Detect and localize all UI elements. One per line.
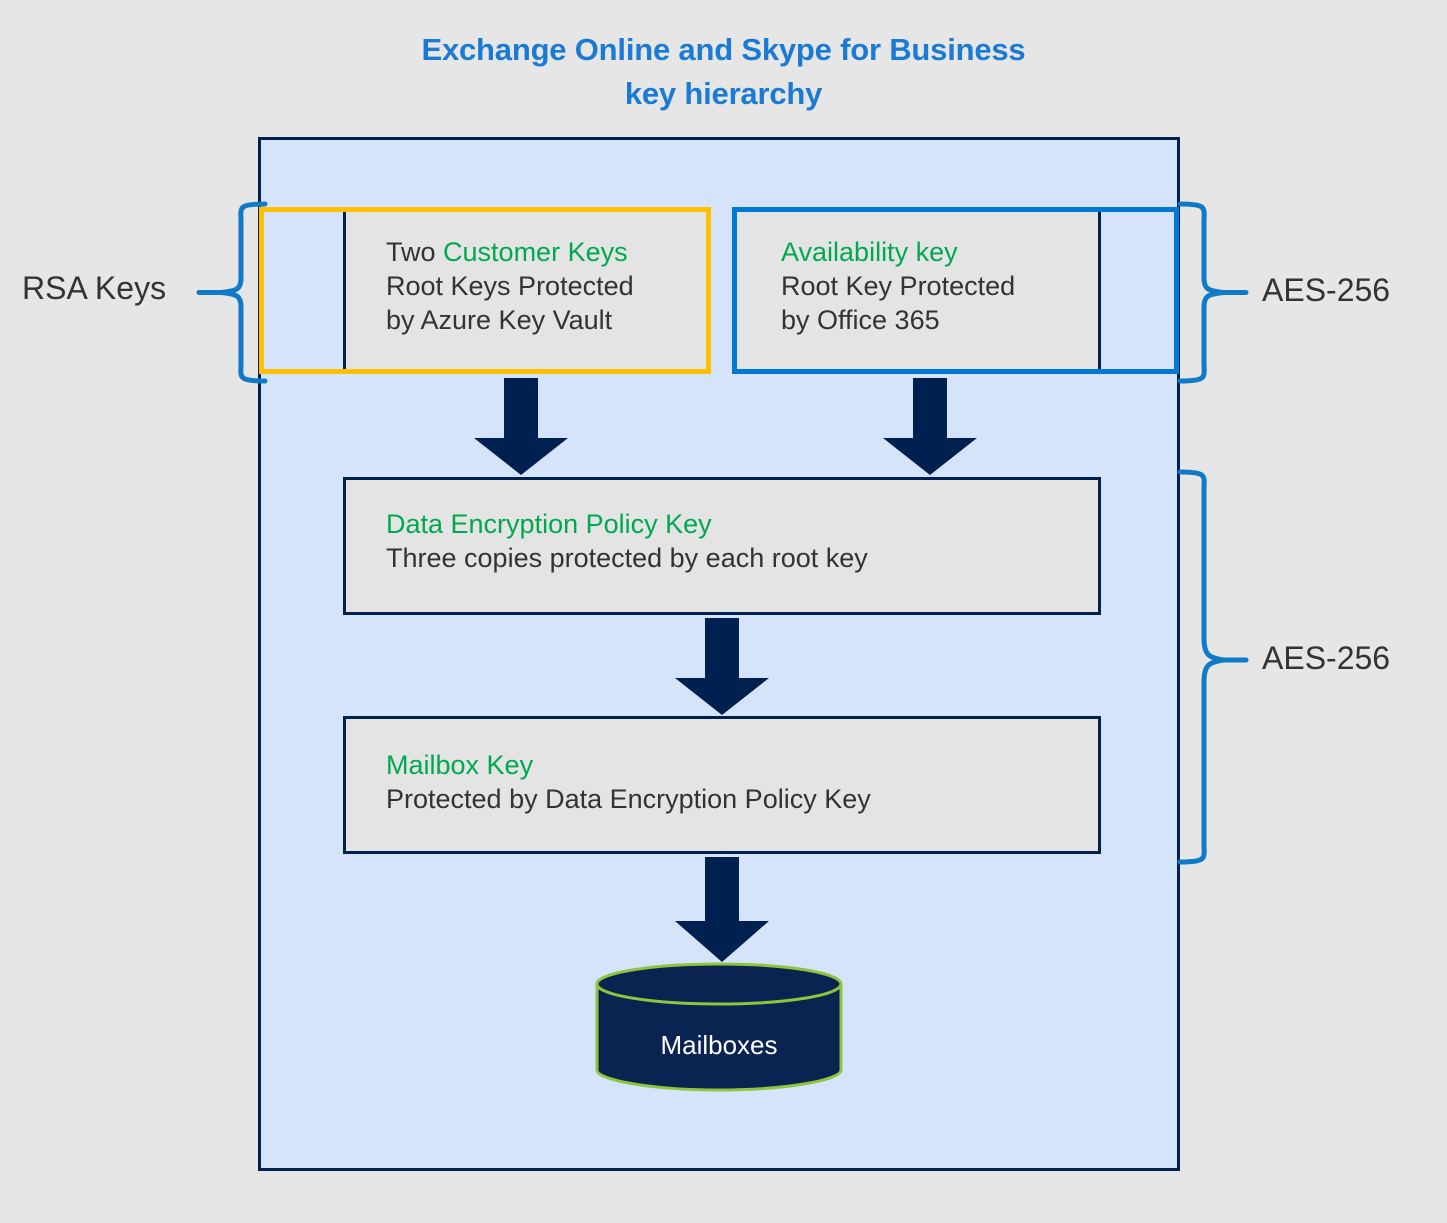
rsa-keys-label: RSA Keys [22, 270, 167, 306]
mailbox-key-highlight: Mailbox Key [386, 750, 534, 780]
page-title-line-1: Exchange Online and Skype for Business [421, 32, 1026, 67]
page-title-line-2: key hierarchy [624, 76, 823, 112]
policy-key-line-2: Three copies protected by each root key [386, 542, 868, 573]
arrow-customer-keys-to-policy-key [474, 378, 568, 475]
availability-key-group-frame [732, 207, 1179, 374]
availability-key-box[interactable]: Availability key Root Key Protected by O… [734, 209, 1101, 372]
aes-256-top-label: AES-256 [1262, 272, 1391, 308]
customer-keys-highlight: Customer Keys [443, 237, 628, 267]
availability-key-line-3: by Office 365 [781, 304, 940, 335]
customer-keys-group-frame [259, 207, 711, 374]
arrow-availability-key-to-policy-key [883, 378, 977, 475]
customer-keys-heading: Two Customer Keys [386, 236, 708, 270]
rsa-keys-brace [196, 201, 268, 384]
aes-256-top-brace [1177, 201, 1249, 384]
customer-keys-line-2: Root Keys Protected [386, 270, 634, 301]
customer-keys-prefix: Two [386, 237, 444, 267]
availability-key-line-2: Root Key Protected [781, 270, 1016, 301]
aes-256-middle-brace [1177, 469, 1249, 865]
availability-key-highlight: Availability key [781, 237, 958, 267]
arrow-mailbox-key-to-mailboxes [675, 857, 769, 962]
mailbox-key-line-2: Protected by Data Encryption Policy Key [386, 783, 871, 814]
mailboxes-database-cylinder[interactable] [595, 962, 843, 1092]
policy-key-highlight: Data Encryption Policy Key [386, 509, 712, 539]
data-encryption-policy-key-box[interactable]: Data Encryption Policy Key Three copies … [343, 477, 1101, 615]
page-title: Exchange Online and Skype for Business k… [0, 28, 1447, 116]
arrow-policy-key-to-mailbox-key [675, 618, 769, 715]
mailbox-key-box[interactable]: Mailbox Key Protected by Data Encryption… [343, 716, 1101, 854]
aes-256-middle-label: AES-256 [1262, 640, 1391, 676]
customer-keys-line-3: by Azure Key Vault [386, 304, 613, 335]
